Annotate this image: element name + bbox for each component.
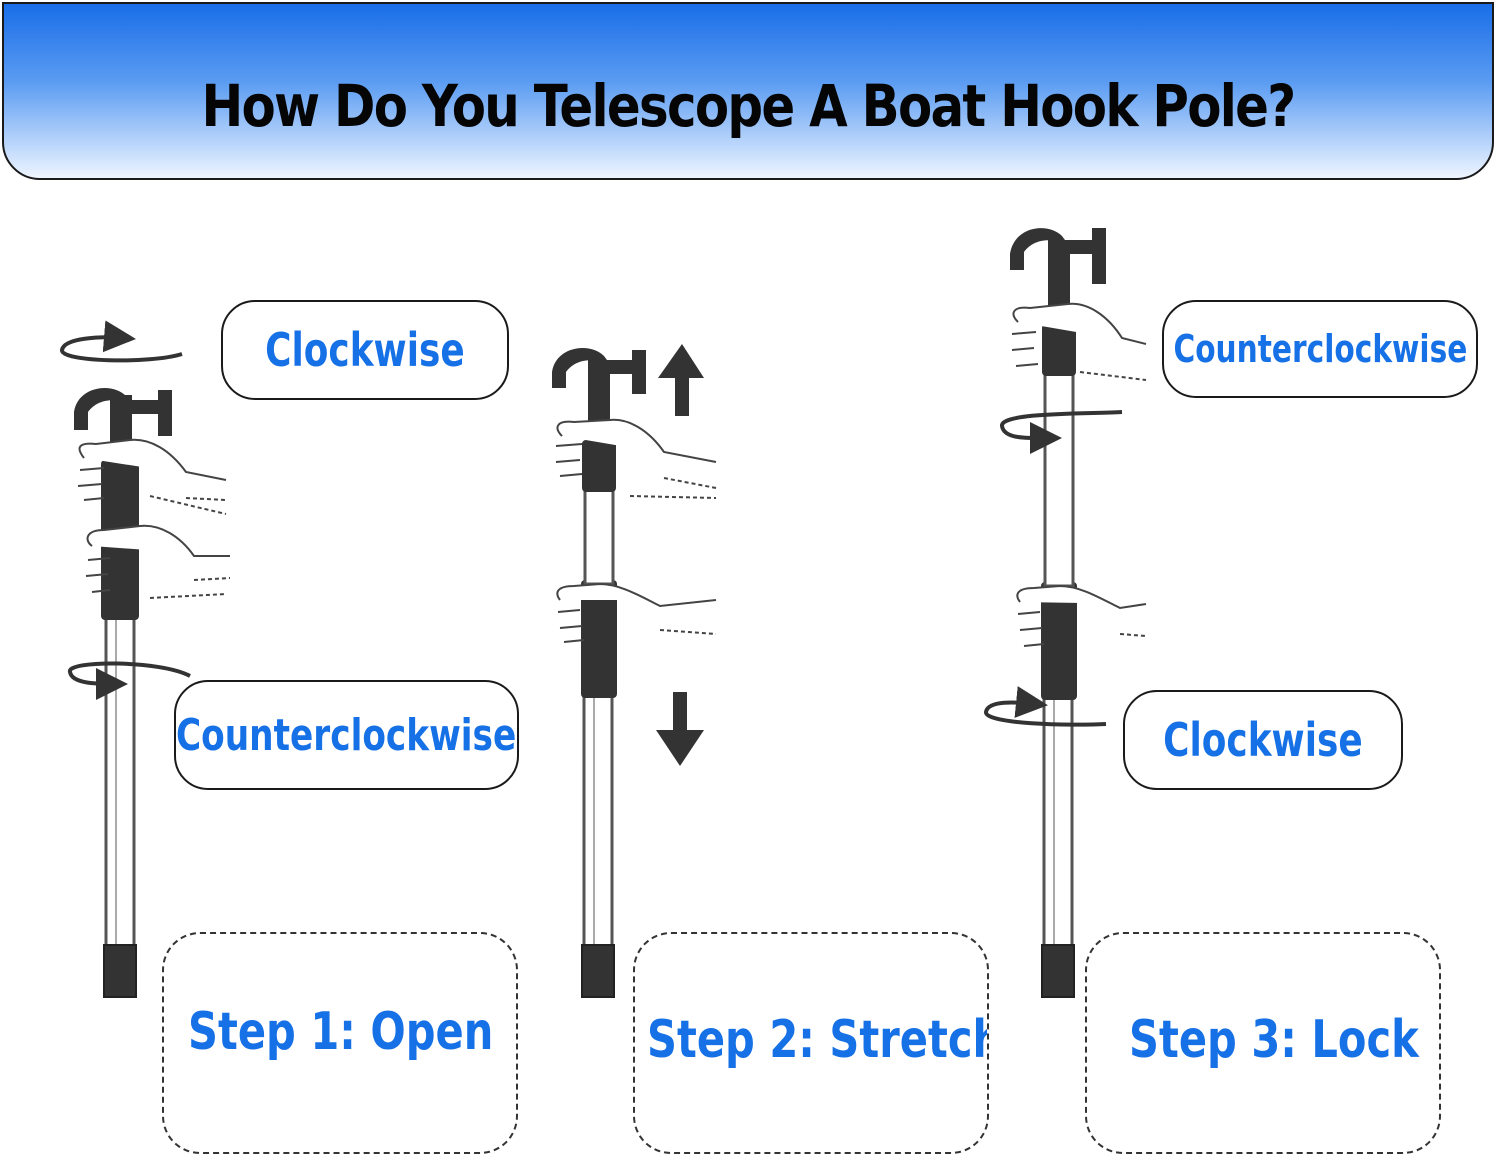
step-3-label: Step 3: Lock	[1129, 1010, 1419, 1070]
rotation-arrow-icon	[984, 410, 1123, 727]
boat-hook-pole-icon	[74, 388, 172, 998]
rotation-arrow-icon	[60, 320, 191, 700]
hand-icon	[555, 418, 717, 643]
page-title: How Do You Telescope A Boat Hook Pole?	[201, 72, 1296, 140]
clockwise-label: Clockwise	[1123, 690, 1403, 790]
step-2-box: Step 2: Stretch	[633, 932, 989, 1154]
step-1-box: Step 1: Open	[162, 932, 518, 1154]
hand-icon	[1011, 302, 1147, 647]
step-3-box: Step 3: Lock	[1085, 932, 1441, 1154]
counterclockwise-label: Counterclockwise	[1162, 300, 1478, 398]
down-arrow-icon	[656, 692, 704, 766]
clockwise-label: Clockwise	[221, 300, 509, 400]
up-arrow-icon	[658, 344, 704, 416]
step-1-label: Step 1: Open	[188, 1002, 494, 1062]
counterclockwise-label: Counterclockwise	[174, 680, 519, 790]
hand-icon	[77, 438, 231, 599]
boat-hook-pole-icon	[552, 348, 646, 998]
title-banner: How Do You Telescope A Boat Hook Pole?	[2, 2, 1494, 180]
boat-hook-pole-icon	[1010, 228, 1106, 998]
step-2-label: Step 2: Stretch	[647, 1010, 989, 1070]
